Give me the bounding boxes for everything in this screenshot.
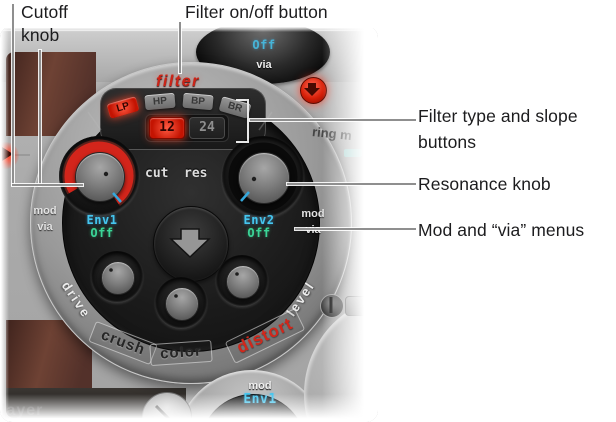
callout-line-resonance [287,183,416,185]
level-knob-cap[interactable] [226,265,260,299]
callout-mod-via: Mod and “via” menus [418,220,585,240]
right-mod-value[interactable]: Env2 [243,213,275,227]
slope-24db-button[interactable]: 24 [189,117,225,139]
upper-via-label: via [256,59,272,71]
upper-mod-menu-value[interactable]: Off [252,38,276,52]
left-mod-menu[interactable]: Env1 Off [76,214,128,240]
filter-type-bp-button[interactable]: BP [182,92,214,111]
right-mod-caption: mod [301,208,325,220]
callout-line-filter-onoff [179,22,181,73]
callout-cutoff-line2: knob [21,25,60,45]
callout-bracket-top [236,99,249,101]
left-via-caption: via [37,221,53,233]
callout-line-cutoff-horiz [12,184,83,186]
callout-bracket-bottom [236,141,249,143]
callout-line-filter-type [250,119,416,121]
callout-filter-type-line2: buttons [418,132,477,152]
callout-resonance: Resonance knob [418,174,551,194]
callout-filter-onoff: Filter on/off button [185,2,328,22]
right-via-value[interactable]: Off [247,226,271,240]
left-via-value[interactable]: Off [90,226,114,240]
filter-onoff-button[interactable]: filter [156,73,200,90]
res-label: res [184,166,208,181]
right-via-caption: via [305,224,321,236]
left-mod-value[interactable]: Env1 [86,213,118,227]
callout-bracket-stem [247,99,249,143]
cut-label: cut [145,166,169,181]
left-mod-caption: mod [33,205,57,217]
slope-12db-button[interactable]: 12 [149,117,185,139]
callout-line-cutoff-right [39,50,41,186]
edge-fade [0,26,9,422]
color-knob-cap[interactable] [165,287,199,321]
callout-line-mod-via [295,228,416,230]
filter-type-hp-button[interactable]: HP [144,92,176,111]
synth-screenshot: LP HP BP BR 12 24 [0,26,378,422]
color-button[interactable]: color [149,339,213,367]
right-mod-menu[interactable]: Env2 Off [233,214,285,240]
cutoff-knob-cap[interactable] [75,152,125,202]
edge-fade [0,394,378,422]
callout-cutoff-line1: Cutoff [21,2,68,22]
callout-line-cutoff-left [12,4,14,185]
resonance-knob-cap[interactable] [238,152,290,204]
drive-knob-cap[interactable] [101,261,135,295]
callout-filter-type-line1: Filter type and slope [418,106,578,126]
edge-fade [0,26,378,32]
edge-fade [322,26,378,422]
lower-mod-caption: mod [248,380,272,392]
